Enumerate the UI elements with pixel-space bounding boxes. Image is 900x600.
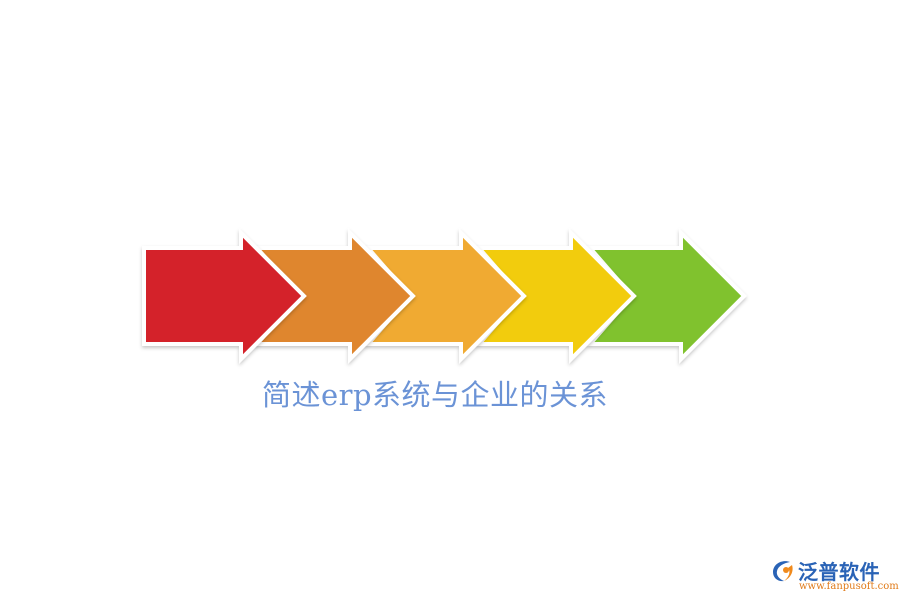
fanpu-logo-mark-icon <box>773 561 793 582</box>
logo-name: 泛普软件 <box>798 560 880 584</box>
fanpu-logo: 泛普软件 www.fanpusoft.com <box>768 556 899 598</box>
logo-url: www.fanpusoft.com <box>799 581 899 592</box>
arrow-step-1 <box>142 228 307 364</box>
diagram-title: 简述erp系统与企业的关系 <box>261 378 609 412</box>
